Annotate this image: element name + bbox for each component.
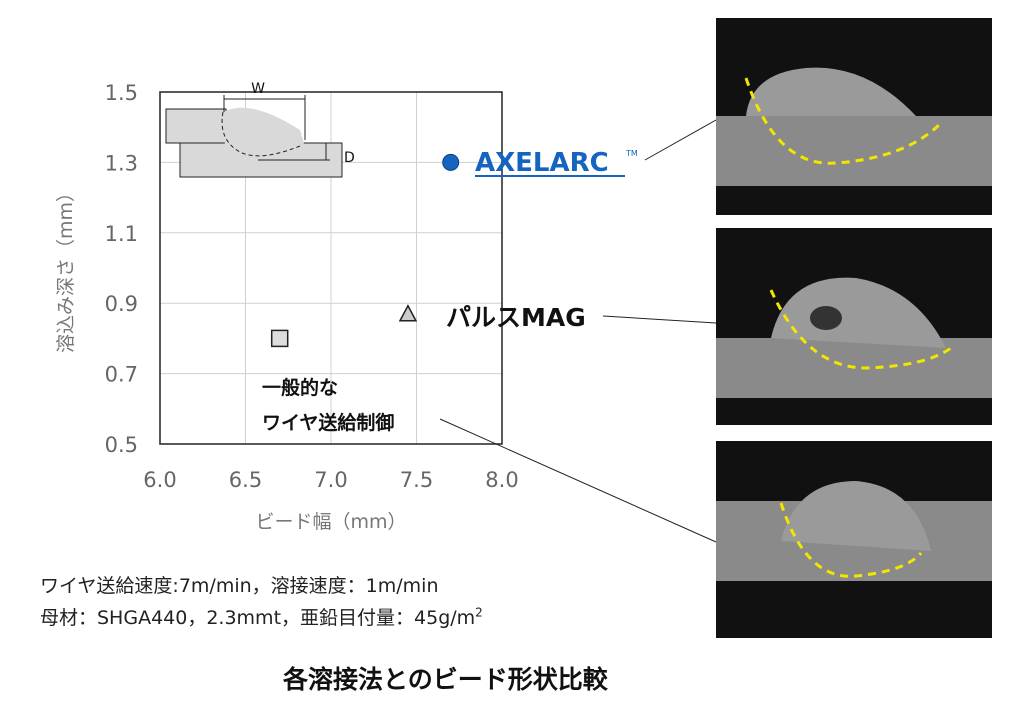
y-tick-label: 0.9: [105, 292, 138, 316]
general-micrograph: [716, 441, 992, 638]
x-tick-label: 7.5: [400, 468, 433, 492]
y-tick-label: 0.5: [105, 433, 138, 457]
y-tick-label: 1.5: [105, 81, 138, 105]
pulse-mag-point: [398, 304, 418, 322]
general-connector: [439, 418, 717, 543]
pulse-mag-connector: [602, 315, 717, 324]
general-label-line1: 一般的な: [262, 376, 338, 399]
figure-caption: 各溶接法とのビード形状比較: [283, 665, 608, 694]
y-tick-label: 1.1: [105, 222, 138, 246]
tm-mark: TM: [625, 149, 638, 158]
axelarc-micrograph: [716, 18, 992, 215]
x-tick-label: 7.0: [314, 468, 347, 492]
y-axis-label: 溶込み深さ（mm）: [55, 183, 77, 353]
x-tick-label: 6.5: [229, 468, 262, 492]
x-tick-label: 8.0: [485, 468, 518, 492]
x-axis-label: ビード幅（mm）: [255, 511, 406, 533]
conditions-line1: ワイヤ送給速度:7m/min，溶接速度：1m/min: [40, 575, 439, 597]
conditions-line2: 母材：SHGA440，2.3mmt，亜鉛目付量：45g/m2: [40, 605, 483, 629]
bead-schematic-inset: W D: [165, 81, 355, 178]
y-tick-label: 0.7: [105, 363, 138, 387]
axelarc-connector: [644, 119, 717, 161]
axelarc-label: AXELARC: [475, 148, 609, 178]
inset-w-label: W: [251, 81, 265, 97]
pulse-mag-label: パルスMAG: [446, 303, 586, 332]
x-tick-label: 6.0: [143, 468, 176, 492]
inset-d-label: D: [344, 150, 355, 166]
y-tick-label: 1.3: [105, 151, 138, 175]
general-point: [270, 329, 289, 348]
plot-frame: [159, 91, 503, 445]
general-label-line2: ワイヤ送給制御: [262, 411, 394, 434]
pulse-mag-micrograph: [716, 228, 992, 425]
axelarc-point: [442, 153, 460, 171]
